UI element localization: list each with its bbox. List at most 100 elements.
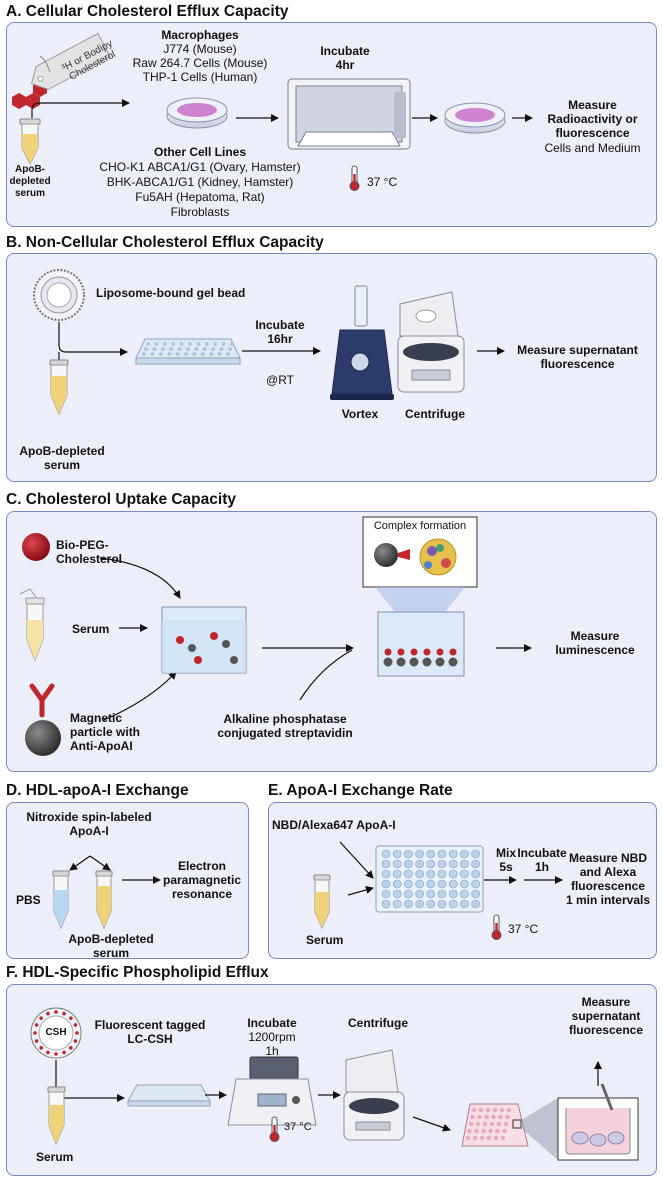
- serum-tube-icon: [19, 118, 41, 166]
- measure-label-1: Measure NBD: [568, 851, 648, 865]
- serum-label-3: serum: [14, 188, 45, 199]
- serum-label: Serum: [72, 622, 110, 636]
- thermomixer-icon: [227, 1056, 317, 1126]
- vortex-icon: [330, 285, 394, 400]
- measure-label-1: Measure: [581, 995, 631, 1009]
- pbs-tube-icon: [52, 870, 70, 930]
- macrophage-line-2: Raw 264.7 Cells (Mouse): [132, 56, 268, 70]
- thermometer-icon: [349, 165, 360, 191]
- measure-label-1: Measure: [570, 629, 620, 643]
- complex-formation-label: Complex formation: [373, 520, 467, 532]
- incubate-speed: 1200rpm: [248, 1030, 296, 1044]
- petri-dish-icon: [166, 97, 228, 129]
- macrophage-line-3: THP-1 Cells (Human): [142, 70, 258, 84]
- vortex-label: Vortex: [341, 407, 379, 421]
- serum-label-2: serum: [43, 458, 81, 472]
- centrifuge-icon: [397, 291, 465, 393]
- nbd-label: NBD/Alexa647 ApoA-I: [272, 818, 396, 832]
- measure-label-2: supernatant: [571, 1009, 641, 1023]
- serum-tube-icon: [49, 359, 69, 416]
- bead-label: Liposome-bound gel bead: [96, 286, 246, 300]
- nitroxide-label-2: ApoA-I: [69, 824, 109, 838]
- bio-peg-label-1: Bio-PEG-: [56, 538, 109, 552]
- incubate-label: Incubate: [517, 846, 567, 860]
- csh-bead-icon: [30, 1007, 82, 1059]
- panel-b: [6, 253, 657, 482]
- panel-d-title: D. HDL-apoA-I Exchange: [6, 782, 189, 799]
- incubate-time: 4hr: [335, 58, 355, 72]
- magnetic-label-3: Anti-ApoAI: [70, 739, 133, 753]
- well-plate-icon: [127, 1084, 211, 1107]
- measure-label-2: Radioactivity or: [547, 112, 638, 126]
- incubate-label: Incubate: [247, 1016, 297, 1030]
- panel-a-title: A. Cellular Cholesterol Efflux Capacity: [6, 3, 289, 20]
- panel-b-title: B. Non-Cellular Cholesterol Efflux Capac…: [6, 234, 324, 251]
- reaction-tank-icon: [161, 606, 247, 674]
- liposome-bead-icon: [33, 269, 85, 321]
- centrifuge-label: Centrifuge: [405, 407, 465, 421]
- serum-tube-icon: [95, 870, 113, 930]
- serum-label: Serum: [36, 1150, 74, 1164]
- other-cell-lines-heading: Other Cell Lines: [153, 145, 247, 159]
- reaction-tank-result-icon: [377, 611, 465, 677]
- serum-label: Serum: [306, 933, 344, 947]
- well-plate-96-icon: [375, 845, 484, 913]
- thermometer-icon: [269, 1116, 280, 1142]
- incubate-time: 1h: [265, 1044, 279, 1058]
- measure-label-3: fluorescence: [555, 126, 630, 140]
- csh-label: CSH: [45, 1027, 67, 1038]
- incubate-time: 1h: [534, 860, 549, 874]
- bio-peg-cholesterol-bead-icon: [22, 533, 50, 561]
- measure-label-1: Measure: [568, 98, 617, 112]
- other-line-2: BHK-ABCA1/G1 (Kidney, Hamster): [106, 175, 294, 189]
- panel-f-title: F. HDL-Specific Phospholipid Efflux: [6, 964, 269, 981]
- macrophage-line-1: J774 (Mouse): [163, 42, 237, 56]
- measure-label-3: fluorescence: [568, 1023, 644, 1037]
- magnetic-label-2: particle with: [70, 725, 141, 739]
- zoomed-well-icon: [557, 1083, 639, 1161]
- epr-label-3: resonance: [171, 887, 233, 901]
- label-tag-icon: [31, 32, 111, 90]
- epr-label-2: paramagnetic: [162, 873, 242, 887]
- serum-tube-icon: [313, 874, 331, 930]
- serum-tube-icon: [19, 588, 45, 662]
- well-plate-icon: [135, 338, 241, 365]
- temperature-label: 37 °C: [367, 175, 398, 189]
- serum-tube-icon: [47, 1086, 66, 1146]
- alkaline-label-2: conjugated streptavidin: [217, 726, 353, 740]
- panel-c-title: C. Cholesterol Uptake Capacity: [6, 491, 236, 508]
- other-line-3: Fu5AH (Hepatoma, Rat): [135, 190, 265, 204]
- alkaline-label-1: Alkaline phosphatase: [223, 712, 347, 726]
- measure-label-4: 1 min intervals: [565, 893, 651, 907]
- temperature-label: 37 °C: [508, 922, 539, 936]
- panel-e-title: E. ApoA-I Exchange Rate: [268, 782, 453, 799]
- centrifuge-icon: [343, 1049, 405, 1141]
- other-line-4: Fibroblasts: [170, 205, 230, 219]
- serum-label-1: ApoB-: [15, 164, 45, 175]
- pbs-label: PBS: [16, 893, 41, 907]
- nitroxide-label-1: Nitroxide spin-labeled: [26, 810, 152, 824]
- temperature-label: 37 °C: [284, 1121, 312, 1133]
- mix-label: Mix: [495, 846, 516, 860]
- measure-label-2: fluorescence: [540, 357, 615, 371]
- serum-label-2: depleted: [9, 176, 51, 187]
- magnetic-label-1: Magnetic: [70, 711, 123, 725]
- thermometer-icon: [491, 914, 502, 940]
- mix-time: 5s: [499, 860, 513, 874]
- measure-label-2: and Alexa: [579, 865, 637, 879]
- other-line-1: CHO-K1 ABCA1/G1 (Ovary, Hamster): [99, 160, 301, 174]
- macrophages-heading: Macrophages: [161, 28, 239, 42]
- fluor-label-2: LC-CSH: [127, 1032, 173, 1046]
- arrow-to-dish: [31, 99, 130, 118]
- petri-dish-result-icon: [444, 102, 506, 134]
- bio-peg-label-2: Cholesterol: [56, 552, 123, 566]
- serum-label-1: ApoB-depleted: [19, 444, 105, 458]
- incubate-label: Incubate: [255, 318, 305, 332]
- panel-c: [6, 511, 657, 772]
- measure-label-3: fluorescence: [570, 879, 646, 893]
- pink-well-plate-icon: [461, 1103, 529, 1147]
- measure-label-1: Measure supernatant: [517, 343, 638, 357]
- serum-label-1: ApoB-depleted: [68, 932, 154, 946]
- incubate-label: Incubate: [320, 44, 370, 58]
- complex-zoom-box: [362, 516, 478, 612]
